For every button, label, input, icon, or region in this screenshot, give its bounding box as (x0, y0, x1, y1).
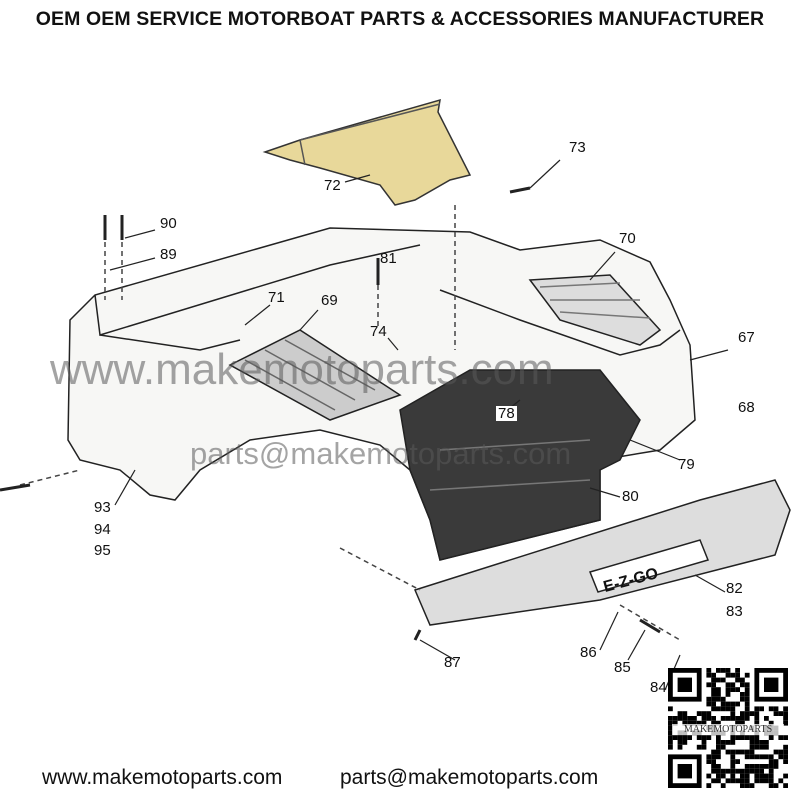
part-label-90: 90 (160, 215, 177, 232)
part-label-80: 80 (622, 488, 639, 505)
part-label-79: 79 (678, 456, 695, 473)
storage-well (399, 369, 641, 561)
part-label-78: 78 (496, 405, 517, 422)
part-label-70: 70 (619, 230, 636, 247)
part-label-95: 95 (94, 542, 111, 559)
part-label-85: 85 (614, 659, 631, 676)
part-label-71: 71 (268, 289, 285, 306)
part-label-93: 93 (94, 499, 111, 516)
footer-website: www.makemotoparts.com (42, 766, 283, 789)
part-label-89: 89 (160, 246, 177, 263)
rear-cover-panel-72 (262, 98, 472, 206)
part-label-72: 72 (324, 177, 341, 194)
part-label-81: 81 (380, 250, 397, 267)
watermark-email: parts@makemotoparts.com (190, 436, 572, 471)
part-label-69: 69 (321, 292, 338, 309)
part-label-74: 74 (370, 323, 387, 340)
part-label-83: 83 (726, 603, 743, 620)
part-label-87: 87 (444, 654, 461, 671)
footer-email: parts@makemotoparts.com (340, 766, 599, 789)
part-label-68: 68 (738, 399, 755, 416)
part-label-86: 86 (580, 644, 597, 661)
qr-label: MAKEMOTOPARTS (672, 724, 784, 735)
watermark-website: www.makemotoparts.com (50, 345, 554, 394)
part-label-82: 82 (726, 580, 743, 597)
part-label-84: 84 (650, 680, 667, 695)
qr-code (668, 668, 788, 788)
part-label-94: 94 (94, 521, 111, 538)
part-label-67: 67 (738, 329, 755, 346)
rear-bumper-82 (413, 479, 791, 626)
page-title: OEM OEM SERVICE MOTORBOAT PARTS & ACCESS… (35, 8, 765, 30)
part-label-73: 73 (569, 139, 586, 156)
